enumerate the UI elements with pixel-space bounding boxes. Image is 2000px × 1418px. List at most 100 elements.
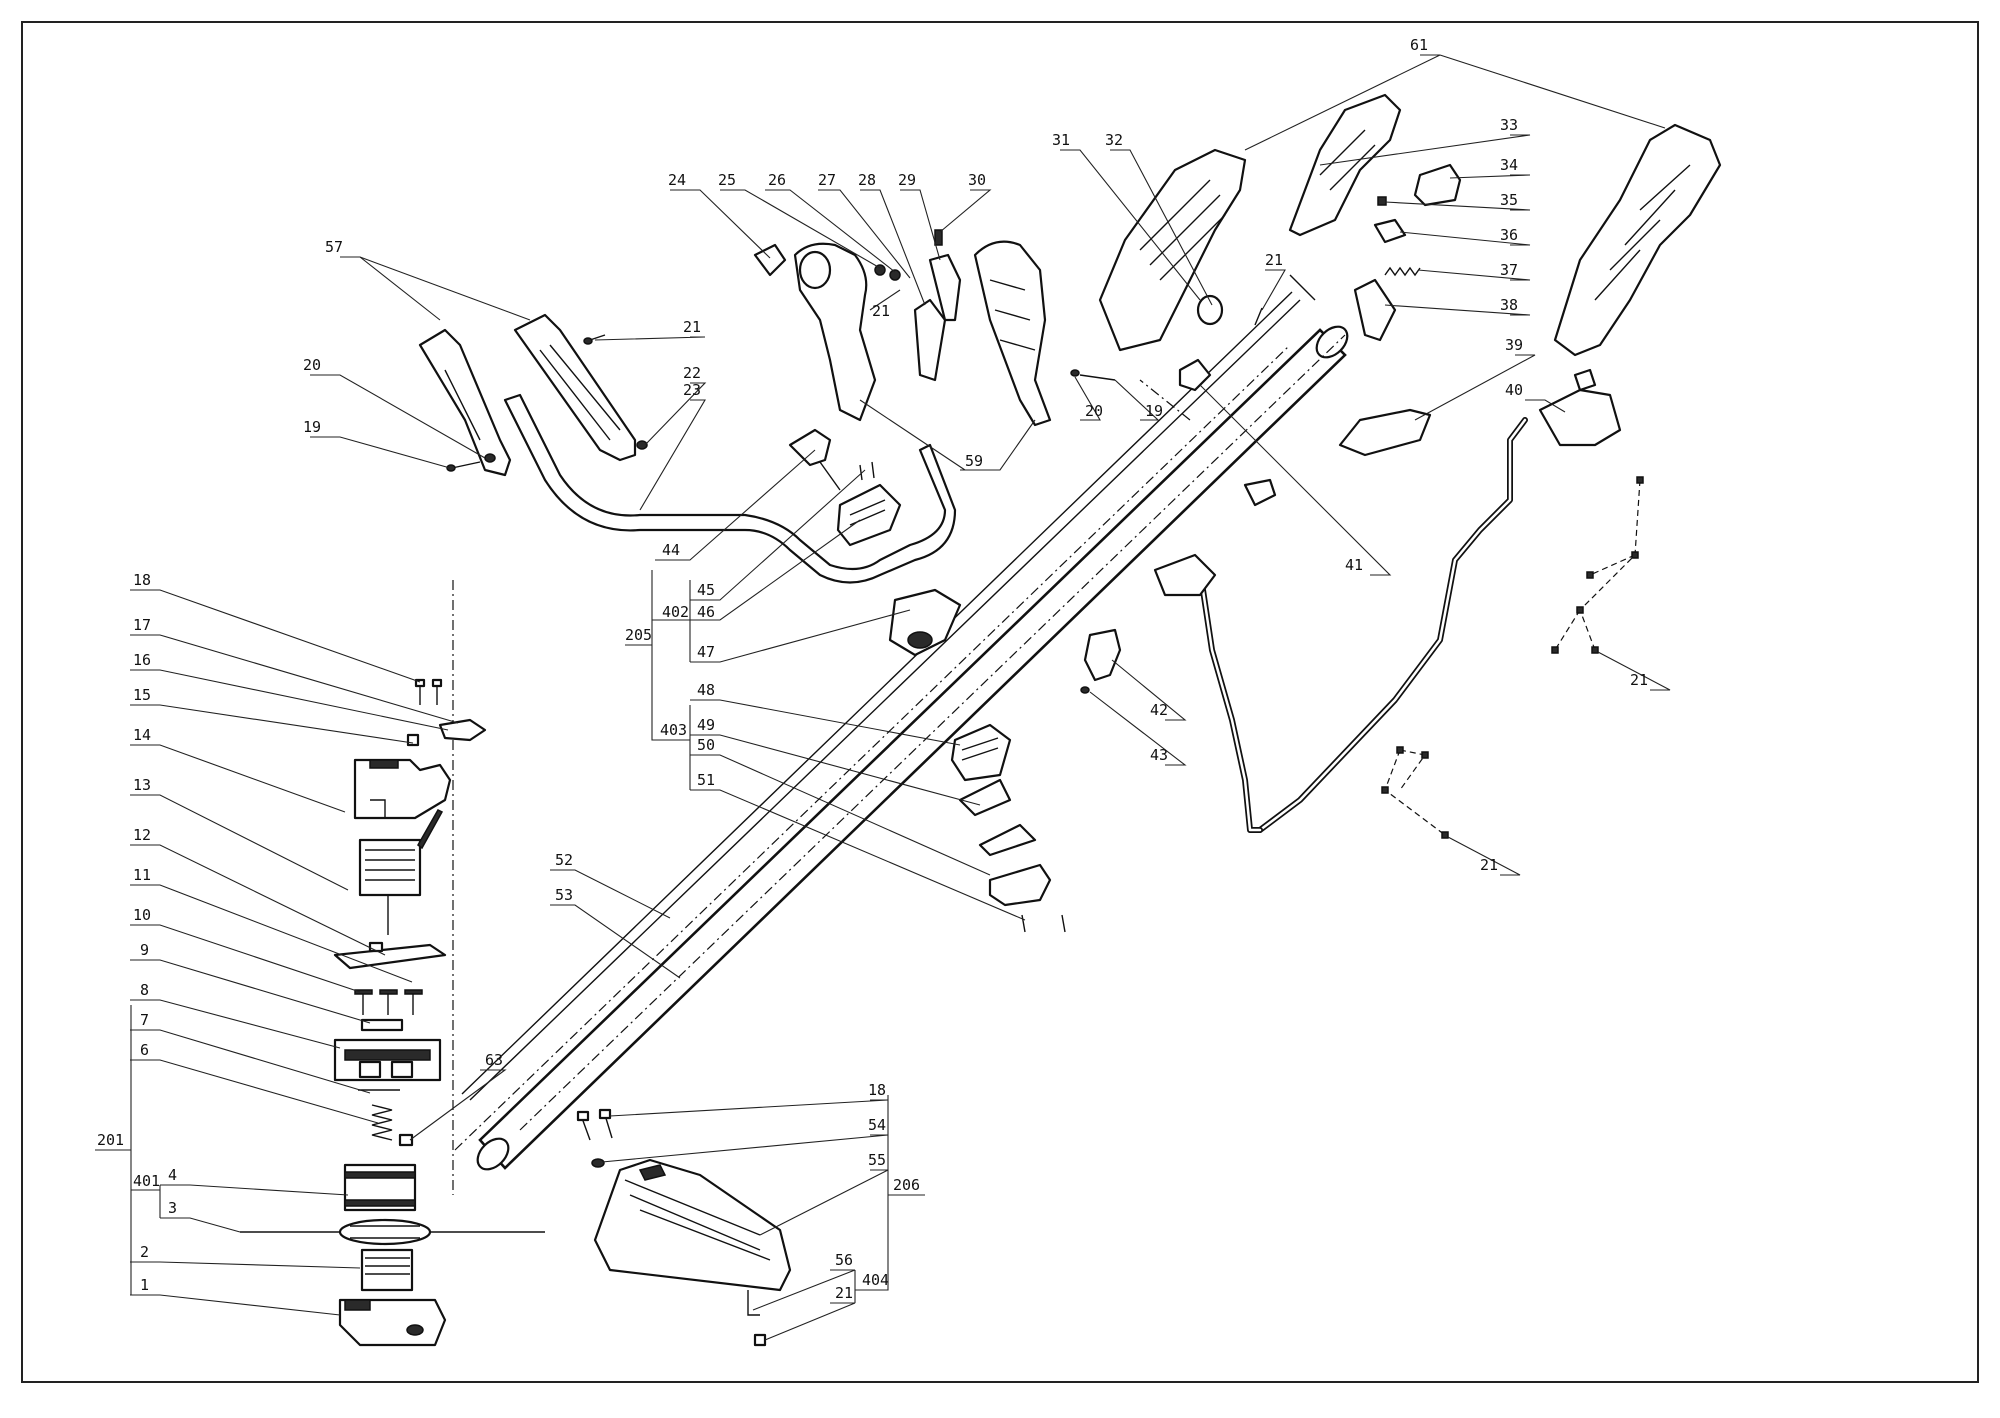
label-59: 59 <box>965 452 983 470</box>
housing-part-33 <box>1288 93 1402 237</box>
motor-housing-part-14 <box>353 758 452 820</box>
label-38: 38 <box>1500 296 1518 314</box>
pin-part-19-20-trigger <box>1070 369 1116 381</box>
label-25: 25 <box>718 171 736 189</box>
label-40: 40 <box>1505 381 1523 399</box>
motor-part-13 <box>358 809 444 935</box>
label-52: 52 <box>555 851 573 869</box>
screw-part-21-housing <box>1254 274 1316 326</box>
label-17: 17 <box>133 616 151 634</box>
label-26: 26 <box>768 171 786 189</box>
label-45: 45 <box>697 581 715 599</box>
label-36: 36 <box>1500 226 1518 244</box>
label-8: 8 <box>140 981 149 999</box>
label-19-right: 19 <box>1145 402 1163 420</box>
label-21-housing: 21 <box>1265 251 1283 269</box>
housing-part-61b <box>1553 123 1722 357</box>
drawing-border <box>21 21 1979 1383</box>
label-54: 54 <box>868 1116 886 1134</box>
label-18-top: 18 <box>133 571 151 589</box>
clamp-half-part-50 <box>978 823 1037 857</box>
screw-part-19 <box>446 461 481 472</box>
label-31: 31 <box>1052 131 1070 149</box>
handle-half-part-59b <box>973 240 1052 427</box>
label-403: 403 <box>660 721 687 739</box>
trigger-part-38 <box>1353 278 1397 342</box>
cable-harness <box>1197 417 1528 833</box>
label-21-right-lower: 21 <box>1480 856 1498 874</box>
label-404: 404 <box>862 1271 889 1289</box>
motor-plate-part-11 <box>333 941 447 970</box>
label-49: 49 <box>697 716 715 734</box>
label-51: 51 <box>697 771 715 789</box>
label-7: 7 <box>140 1011 149 1029</box>
washer-part-9 <box>360 1018 404 1032</box>
label-24: 24 <box>668 171 686 189</box>
label-205: 205 <box>625 626 652 644</box>
label-33: 33 <box>1500 116 1518 134</box>
label-3: 3 <box>168 1199 177 1217</box>
label-22: 22 <box>683 364 701 382</box>
label-48: 48 <box>697 681 715 699</box>
nut-part-20 <box>484 453 496 463</box>
label-402: 402 <box>662 603 689 621</box>
label-46: 46 <box>697 603 715 621</box>
label-19-left: 19 <box>303 418 321 436</box>
label-16: 16 <box>133 651 151 669</box>
spool-housing-part-4 <box>343 1163 417 1212</box>
guard-part-55 <box>593 1158 792 1292</box>
cap-part-32 <box>1196 294 1224 326</box>
nut-part-22 <box>636 440 648 450</box>
label-201: 201 <box>97 1131 124 1149</box>
nut-part-54 <box>591 1158 605 1168</box>
label-12: 12 <box>133 826 151 844</box>
spring-part-6 <box>371 1104 393 1141</box>
gear-housing-part-8 <box>333 1038 442 1082</box>
pin-part-30 <box>934 229 943 246</box>
screws-part-51 <box>1021 914 1066 933</box>
label-35: 35 <box>1500 191 1518 209</box>
label-4: 4 <box>168 1166 177 1184</box>
label-47: 47 <box>697 643 715 661</box>
clamp-part-46 <box>836 483 902 547</box>
label-9: 9 <box>140 941 149 959</box>
label-2: 2 <box>140 1243 149 1261</box>
label-34: 34 <box>1500 156 1518 174</box>
screw-part-21-handle <box>583 334 606 345</box>
label-21-trigger: 21 <box>872 302 890 320</box>
label-41: 41 <box>1345 556 1363 574</box>
clamp-half-part-49 <box>958 778 1012 817</box>
label-29: 29 <box>898 171 916 189</box>
label-18-guard: 18 <box>868 1081 886 1099</box>
label-1: 1 <box>140 1276 149 1294</box>
label-44: 44 <box>662 541 680 559</box>
label-20-left: 20 <box>303 356 321 374</box>
bolts-part-18 <box>414 678 443 705</box>
label-11: 11 <box>133 866 151 884</box>
spring-part-37 <box>1384 266 1421 277</box>
label-55: 55 <box>868 1151 886 1169</box>
cable-connector <box>1153 553 1217 597</box>
housing-part-61a <box>1098 148 1247 352</box>
spool-cover-part-1 <box>338 1298 447 1347</box>
callout-labels: 1 2 3 4 401 201 6 7 8 9 10 11 12 13 14 1… <box>97 36 1648 1302</box>
label-15: 15 <box>133 686 151 704</box>
screw-part-21-guard <box>753 1333 767 1347</box>
grip-part-57b <box>513 313 637 462</box>
label-32: 32 <box>1105 131 1123 149</box>
trigger-part-26-29 <box>913 253 962 382</box>
label-20-right: 20 <box>1085 402 1103 420</box>
label-57: 57 <box>325 238 343 256</box>
cap-part-24 <box>753 243 787 277</box>
label-23: 23 <box>683 381 701 399</box>
label-13: 13 <box>133 776 151 794</box>
leader-lines <box>95 54 1671 1341</box>
part-35 <box>1377 196 1387 206</box>
clamp-part-48 <box>950 723 1012 782</box>
bolt-part-45 <box>859 461 875 481</box>
blade-part-56 <box>747 1290 760 1316</box>
screw-group-right-lower <box>1381 746 1449 839</box>
label-56: 56 <box>835 1251 853 1269</box>
